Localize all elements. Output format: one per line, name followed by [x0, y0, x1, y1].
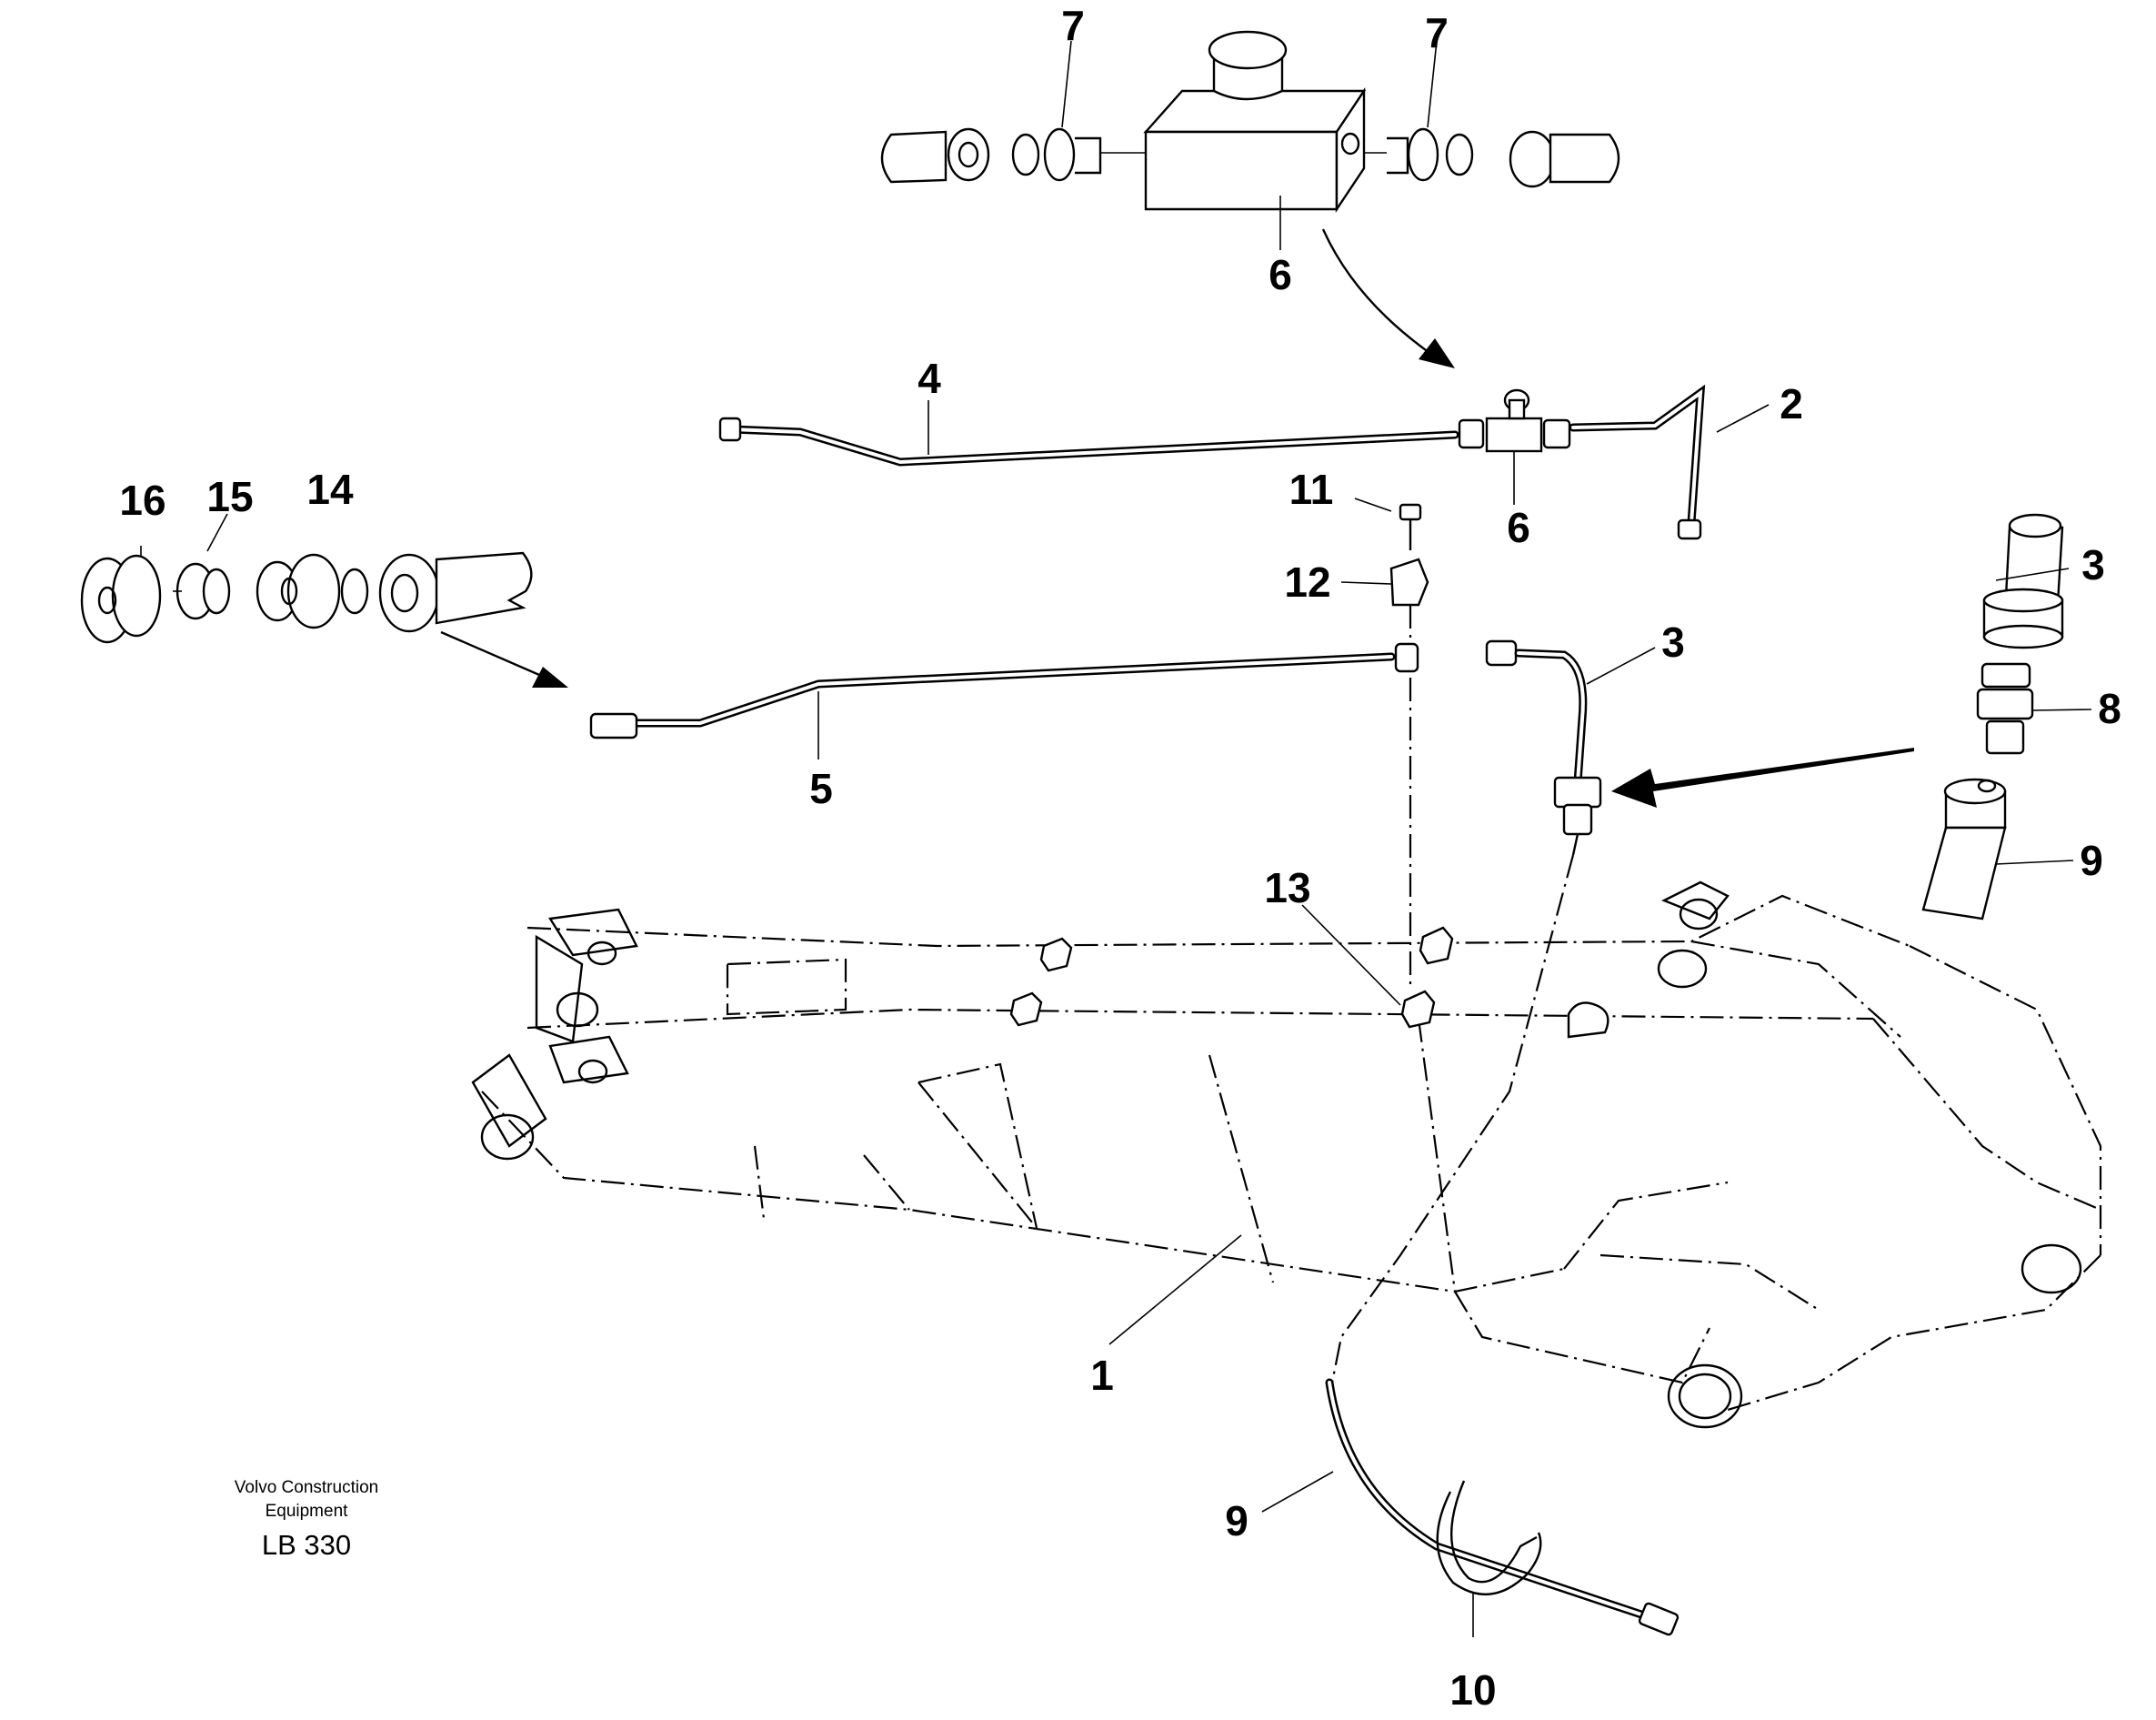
callout-2: 2 [1780, 380, 1803, 427]
callout-6-detail: 6 [1269, 251, 1292, 298]
caption-line-1: Volvo Construction [235, 1478, 378, 1497]
callout-14: 14 [306, 466, 354, 513]
callout-15: 15 [206, 473, 253, 520]
fitting-detail-3-8-9 [1921, 513, 2092, 920]
callout-16: 16 [119, 477, 165, 524]
callout-9-hose: 9 [1225, 1497, 1248, 1544]
callout-10: 10 [1449, 1666, 1496, 1714]
callout-13: 13 [1264, 864, 1310, 911]
callout-3-hose: 3 [1661, 619, 1685, 666]
boom-outline [471, 880, 2102, 1429]
callout-11: 11 [1289, 466, 1334, 513]
callout-3-detail: 3 [2081, 541, 2105, 588]
callout-12: 12 [1284, 558, 1330, 606]
callout-9-detail: 9 [2080, 837, 2103, 884]
hose-3-assembly [1261, 639, 1914, 1637]
callout-7-left: 7 [1061, 2, 1085, 49]
caption-line-2: Equipment [266, 1502, 349, 1521]
callout-4: 4 [918, 355, 941, 402]
callout-5: 5 [809, 765, 833, 812]
callout-7-right: 7 [1425, 9, 1449, 56]
pipe-4-assembly [718, 384, 1770, 540]
callout-6-valve: 6 [1507, 504, 1530, 551]
valve-detail [880, 30, 1620, 368]
pipe-5-assembly [589, 642, 1419, 759]
callout-labels: 1 2 3 3 4 5 6 6 7 7 8 9 9 10 11 12 13 14… [119, 2, 2121, 1714]
clamp-detail [1301, 498, 1429, 1006]
caption-block: Volvo Construction Equipment LB 330 [235, 1478, 378, 1561]
boom-clamps [1009, 926, 1609, 1039]
callout-1: 1 [1090, 1352, 1114, 1399]
caption-code: LB 330 [262, 1529, 351, 1561]
callout-8: 8 [2098, 685, 2121, 732]
fitting-detail-14-16 [80, 513, 568, 688]
